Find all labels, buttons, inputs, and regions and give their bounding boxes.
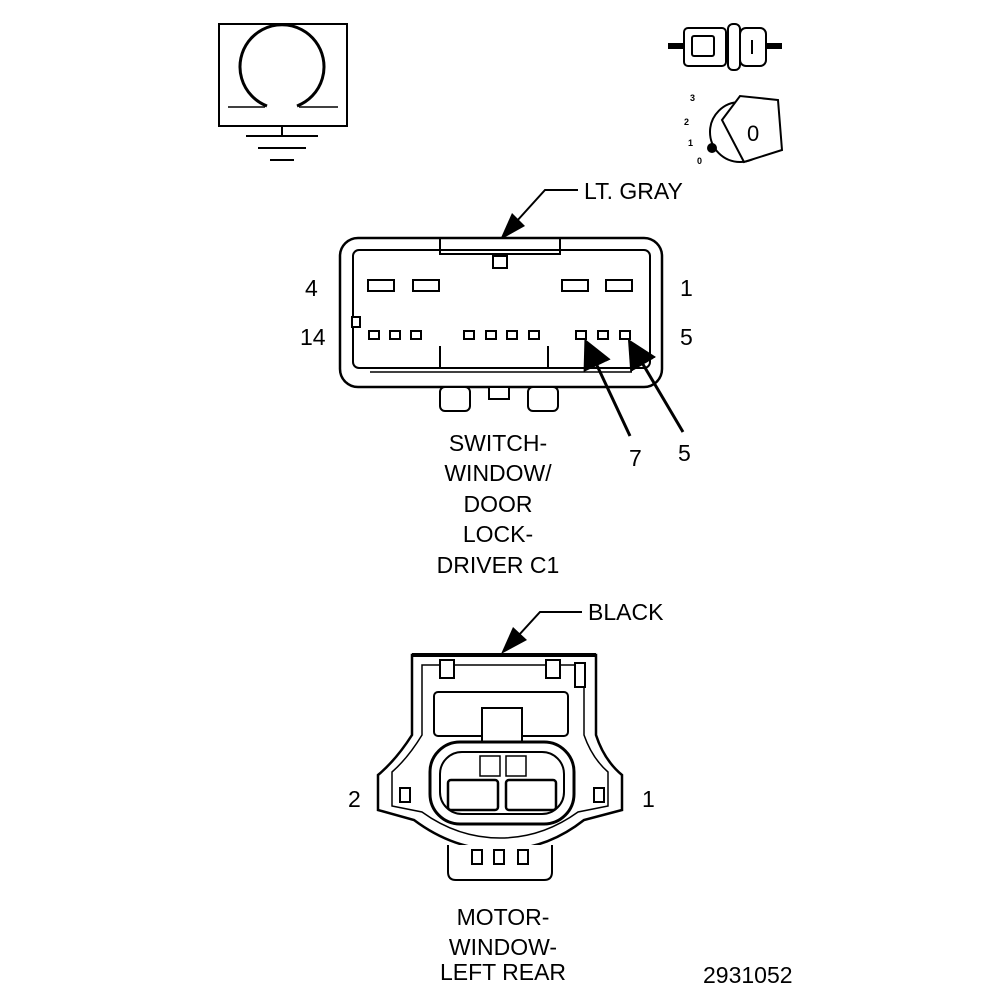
caption-line: SWITCH-	[449, 430, 547, 456]
c1-pin-9	[506, 330, 518, 340]
c1-pin-13	[389, 330, 401, 340]
caption-line: MOTOR-	[457, 904, 550, 930]
c1-pin-4	[367, 279, 395, 292]
c1-pin-11	[463, 330, 475, 340]
connector-c1-caption: SWITCH- WINDOW/ DOOR LOCK- DRIVER C1	[437, 430, 560, 578]
c1-pin-10	[485, 330, 497, 340]
callout-label-5: 5	[678, 440, 691, 466]
connector-c1: LT. GRAY 4	[300, 178, 693, 578]
connector-motor: BLACK 2 1 MOTOR- WINDOW- LEFT REAR	[348, 599, 664, 985]
caption-line: WINDOW-	[449, 934, 557, 960]
motor-pin-label-left: 2	[348, 786, 361, 812]
caption-line: LOCK-	[463, 521, 533, 547]
caption-line: WINDOW/	[444, 460, 552, 486]
connector-c1-color-label: LT. GRAY	[584, 178, 683, 204]
c1-pin-label-bottom-right: 5	[680, 324, 693, 350]
c1-pin-2	[561, 279, 589, 292]
c1-pin-5	[619, 330, 631, 340]
caption-line: LEFT REAR	[440, 959, 566, 985]
connector-side-view-icon	[668, 23, 782, 71]
c1-pin-7	[575, 330, 587, 340]
c1-pin-1	[605, 279, 633, 292]
key-face-label: 0	[747, 121, 759, 146]
ground-symbol-icon	[218, 23, 348, 161]
motor-pin-label-right: 1	[642, 786, 655, 812]
c1-pin-12	[410, 330, 422, 340]
key-position-3: 3	[690, 93, 695, 103]
key-position-0: 0	[697, 156, 702, 166]
ignition-key-icon: 3 2 1 0 0	[684, 93, 784, 166]
caption-line: DOOR	[464, 491, 533, 517]
figure-number: 2931052	[703, 962, 793, 988]
c1-pin-3	[412, 279, 440, 292]
key-position-2: 2	[684, 117, 689, 127]
callout-arrow-7	[583, 338, 632, 437]
c1-pin-label-top-right: 1	[680, 275, 693, 301]
motor-pin-2	[446, 778, 500, 812]
caption-line: DRIVER C1	[437, 552, 560, 578]
c1-pin-14	[368, 330, 380, 340]
c1-pin-label-top-left: 4	[305, 275, 318, 301]
c1-pin-label-bottom-left: 14	[300, 324, 326, 350]
callout-arrow-5	[627, 338, 685, 433]
callout-label-7: 7	[629, 445, 642, 471]
motor-pin-1	[504, 778, 558, 812]
c1-pin-6	[597, 330, 609, 340]
key-position-1: 1	[688, 138, 693, 148]
connector-motor-color-label: BLACK	[588, 599, 664, 625]
c1-pin-8	[528, 330, 540, 340]
connector-motor-caption: MOTOR- WINDOW- LEFT REAR	[440, 904, 566, 985]
